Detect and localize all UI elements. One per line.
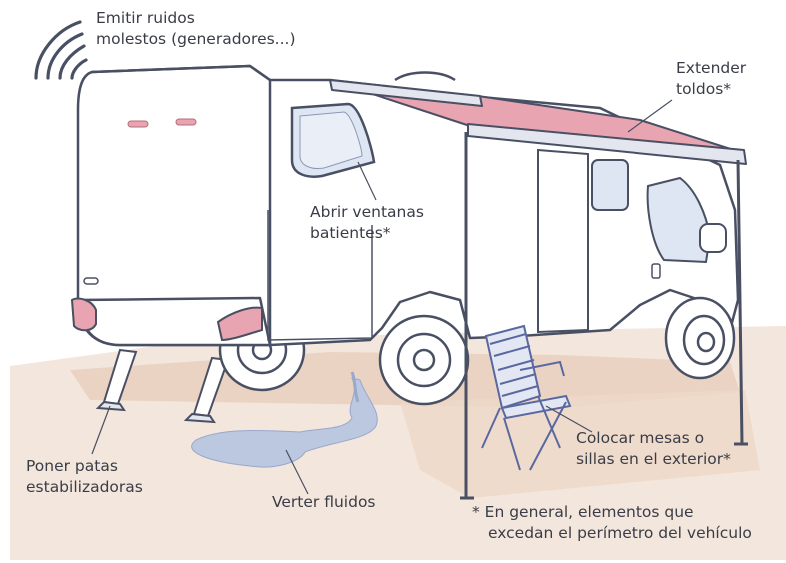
fluid-drip <box>350 371 360 403</box>
label-noise-line1: Emitir ruidos <box>96 9 195 27</box>
awning <box>329 79 748 500</box>
label-noise: Emitir ruidos molestos (generadores...) <box>96 8 296 50</box>
label-awning-line1: Extender <box>676 59 747 77</box>
sound-waves-icon <box>34 20 88 80</box>
middle-wheel <box>378 314 470 406</box>
awning-shadow <box>400 390 760 498</box>
label-legs-line2: estabilizadoras <box>26 478 143 496</box>
label-furniture-line1: Colocar mesas o <box>576 429 705 447</box>
label-awning: Extender toldos* <box>676 58 746 100</box>
label-furniture-line2: sillas en el exterior* <box>576 450 731 468</box>
label-footnote-line1: * En general, elementos que <box>472 503 694 521</box>
label-fluids: Verter fluidos <box>272 492 376 513</box>
cab-handle <box>651 263 661 279</box>
label-windows-line2: batientes* <box>310 224 391 242</box>
fluid-puddle <box>191 377 378 468</box>
label-windows-line1: Abrir ventanas <box>310 203 424 221</box>
rear-tail-light-right <box>216 306 263 342</box>
label-legs: Poner patas estabilizadoras <box>26 456 143 498</box>
label-furniture: Colocar mesas o sillas en el exterior* <box>576 428 731 470</box>
side-door-rear <box>267 210 373 341</box>
folding-chair <box>481 324 572 471</box>
cab-mirror <box>699 223 727 253</box>
stabilizer-legs <box>95 348 230 424</box>
rear-plate-light <box>83 277 99 285</box>
leader-lines <box>91 99 673 495</box>
label-windows: Abrir ventanas batientes* <box>310 202 424 244</box>
side-window-inner <box>299 111 363 169</box>
front-wheel <box>664 296 736 380</box>
rear-marker-light-left <box>127 120 149 128</box>
door-window <box>591 159 629 211</box>
label-awning-line2: toldos* <box>676 80 732 98</box>
rear-tail-light-left <box>70 297 97 332</box>
entry-door <box>537 148 589 334</box>
label-fluids-line1: Verter fluidos <box>272 493 376 511</box>
rear-marker-light-right <box>175 118 197 126</box>
label-noise-line2: molestos (generadores...) <box>96 30 296 48</box>
label-footnote: * En general, elementos que excedan el p… <box>472 502 752 544</box>
label-footnote-line2: excedan el perímetro del vehículo <box>488 524 752 542</box>
label-legs-line1: Poner patas <box>26 457 118 475</box>
